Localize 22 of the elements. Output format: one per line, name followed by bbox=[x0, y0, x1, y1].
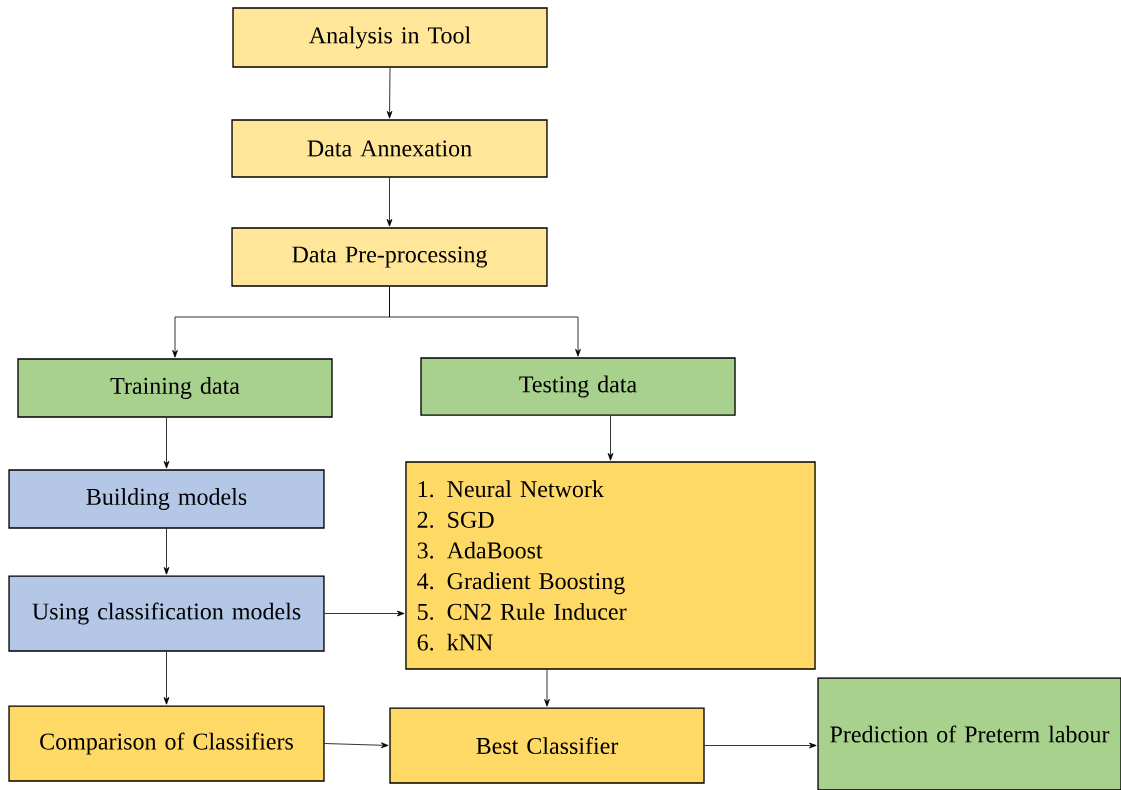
process-box: Prediction of Preterm labour bbox=[817, 677, 1121, 790]
arrow bbox=[704, 742, 817, 749]
arrow bbox=[389, 286, 581, 357]
process-box: Building models bbox=[8, 469, 325, 529]
arrow bbox=[324, 742, 389, 749]
process-box: Training data bbox=[17, 358, 333, 418]
arrow bbox=[544, 669, 550, 707]
process-box: Data Annexation bbox=[231, 119, 548, 178]
arrow bbox=[386, 177, 393, 227]
arrow bbox=[163, 651, 170, 705]
process-box: Data Pre-processing bbox=[231, 227, 548, 287]
process-box: Comparison of Classifiers bbox=[8, 705, 325, 782]
process-box: Testing data bbox=[420, 357, 736, 416]
arrow bbox=[163, 417, 170, 469]
arrow bbox=[163, 528, 170, 575]
arrow bbox=[607, 415, 614, 461]
process-box: Best Classifier bbox=[389, 707, 705, 784]
list-box: 1. Neural Network 2. SGD 3. AdaBoost 4. Gradient Boosting 5. CN2 Rule Inducer 6. kNN bbox=[405, 461, 816, 670]
arrow bbox=[386, 67, 393, 119]
arrow bbox=[324, 610, 405, 617]
process-box: Using classification models bbox=[8, 575, 325, 652]
process-box: Analysis in Tool bbox=[232, 7, 548, 68]
